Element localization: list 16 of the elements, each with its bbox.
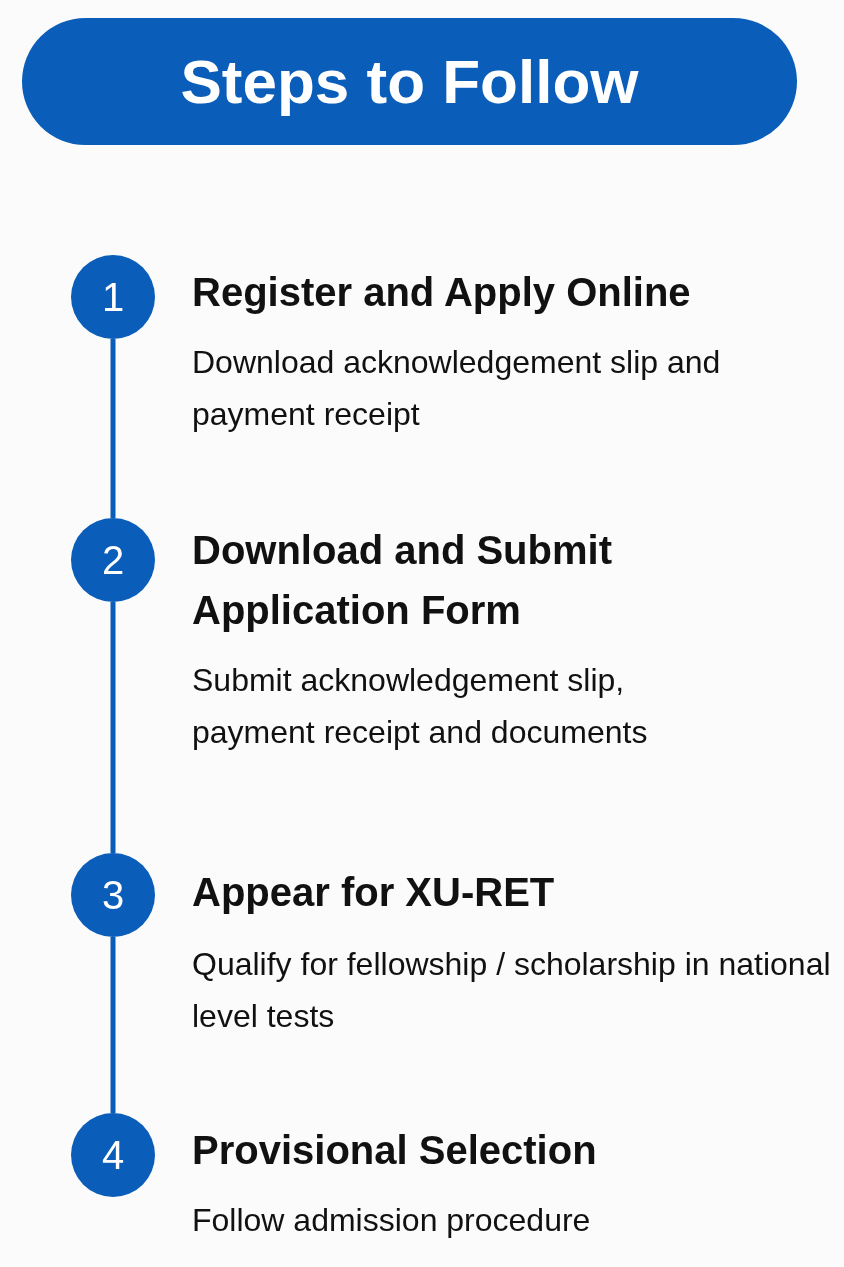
step-description: Download acknowledgement slip and payment receipt xyxy=(192,343,722,434)
step-heading: Download and Submit Application Form xyxy=(192,527,613,634)
step-description: Submit acknowledgement slip, payment receipt and documents xyxy=(192,661,649,752)
step-number-circle: 1 xyxy=(71,255,155,339)
step-heading: Register and Apply Online xyxy=(192,269,692,316)
connector-line xyxy=(110,937,116,1113)
title-banner: Steps to Follow xyxy=(22,18,797,145)
step-heading: Provisional Selection xyxy=(192,1127,598,1174)
connector-line xyxy=(110,602,116,853)
step-description: Follow admission procedure xyxy=(192,1201,592,1240)
step-number-circle: 3 xyxy=(71,853,155,937)
step-heading: Appear for XU-RET xyxy=(192,869,556,916)
step-description: Qualify for fellowship / scholarship in national level tests xyxy=(192,945,832,1036)
step-number-circle: 2 xyxy=(71,518,155,602)
connector-line xyxy=(110,339,116,518)
step-number-circle: 4 xyxy=(71,1113,155,1197)
